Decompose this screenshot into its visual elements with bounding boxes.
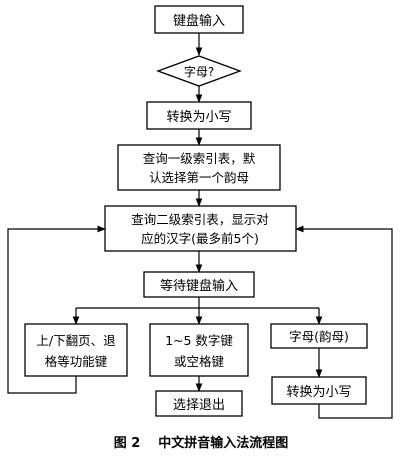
figure-number: 图 2: [113, 436, 141, 451]
keyboard-input-label: 键盘输入: [173, 13, 225, 29]
node-query-level1: 查询一级索引表，默 认选择第一个韵母: [117, 144, 281, 191]
page-backspace-line1: 上/下翻页、退: [36, 333, 116, 348]
figure-title: 中文拼音输入法流程图: [158, 436, 289, 451]
node-select-exit: 选择退出: [155, 390, 243, 417]
node-to-lower-2: 转换为小写: [271, 376, 367, 405]
wait-input-label: 等待键盘输入: [160, 278, 238, 294]
node-wait-input: 等待键盘输入: [143, 271, 255, 298]
to-lower-2-label: 转换为小写: [286, 385, 351, 400]
to-lower-1-label: 转换为小写: [166, 110, 231, 125]
query-level2-line2: 应的汉字(最多前5个): [141, 231, 259, 246]
edges: [7, 33, 393, 419]
query-level1-line2: 认选择第一个韵母: [149, 170, 249, 185]
digit-space-line2: 或空格键: [174, 354, 225, 369]
node-to-lower-1: 转换为小写: [146, 101, 252, 130]
node-is-letter-decision: 字母?: [156, 55, 242, 87]
node-digit-space: 1~5 数字键 或空格键: [149, 323, 249, 377]
letter-final-label: 字母(韵母): [289, 329, 349, 344]
page-backspace-line2: 格等功能键: [45, 354, 108, 369]
figure-caption: 图 2 中文拼音输入法流程图: [0, 432, 402, 451]
edge-right-loop: [295, 225, 393, 419]
node-query-level2: 查询二级索引表，显示对 应的汉字(最多前5个): [104, 205, 297, 252]
edge-left-loop: [7, 225, 106, 394]
flowchart: 键盘输入 字母? 转换为小写 查询一级索引表，默 认选择第一个韵母 查询二级索引…: [7, 5, 393, 419]
node-keyboard-input: 键盘输入: [154, 5, 244, 34]
query-level2-line1: 查询二级索引表，显示对: [131, 212, 269, 227]
digit-space-line1: 1~5 数字键: [165, 333, 233, 348]
node-letter-final: 字母(韵母): [270, 323, 368, 349]
is-letter-label: 字母?: [184, 64, 214, 79]
node-page-backspace: 上/下翻页、退 格等功能键: [24, 323, 128, 377]
select-exit-label: 选择退出: [173, 398, 225, 413]
query-level1-line1: 查询一级索引表，默: [143, 151, 256, 166]
